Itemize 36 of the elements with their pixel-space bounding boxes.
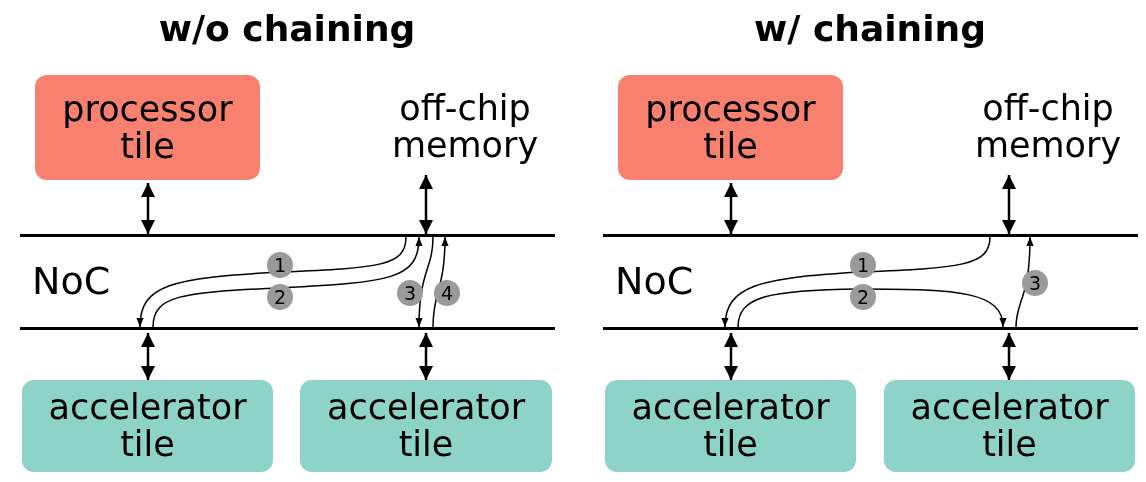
tile-box — [22, 380, 273, 472]
arrow — [141, 333, 155, 380]
arrow — [724, 183, 738, 234]
step-number: 2 — [850, 284, 876, 310]
arrow — [415, 236, 434, 328]
step-number: 4 — [434, 280, 460, 306]
panel-title: w/ chaining — [754, 8, 986, 49]
step-number: 3 — [1022, 270, 1048, 296]
tile-label: accelerator tile — [630, 389, 831, 463]
arrow — [722, 236, 991, 328]
tile-box — [605, 380, 856, 472]
arrow — [1002, 175, 1016, 234]
tile-box — [35, 75, 260, 180]
arrow — [419, 333, 433, 380]
tile-label: processor tile — [61, 90, 234, 165]
tile-label: accelerator tile — [325, 389, 527, 463]
memory-label: off-chip memory — [978, 82, 1118, 172]
arrow — [141, 183, 155, 234]
step-number: 1 — [850, 252, 876, 278]
memory-label: off-chip memory — [395, 82, 535, 172]
step-number: 2 — [267, 284, 293, 310]
step-number: 1 — [267, 252, 293, 278]
arrow — [1002, 333, 1016, 380]
panel-title: w/o chaining — [158, 8, 416, 49]
tile-label: accelerator tile — [909, 389, 1110, 463]
tile-label: accelerator tile — [47, 389, 248, 463]
tile-box — [300, 380, 552, 472]
arrow — [419, 175, 433, 234]
tile-box — [884, 380, 1135, 472]
noc-label: NoC — [615, 262, 694, 302]
step-number: 3 — [397, 280, 423, 306]
arrow — [737, 288, 1006, 328]
arrow — [724, 333, 738, 380]
noc-label: NoC — [32, 262, 111, 302]
tile-label: processor tile — [644, 90, 817, 165]
tile-box — [618, 75, 843, 180]
